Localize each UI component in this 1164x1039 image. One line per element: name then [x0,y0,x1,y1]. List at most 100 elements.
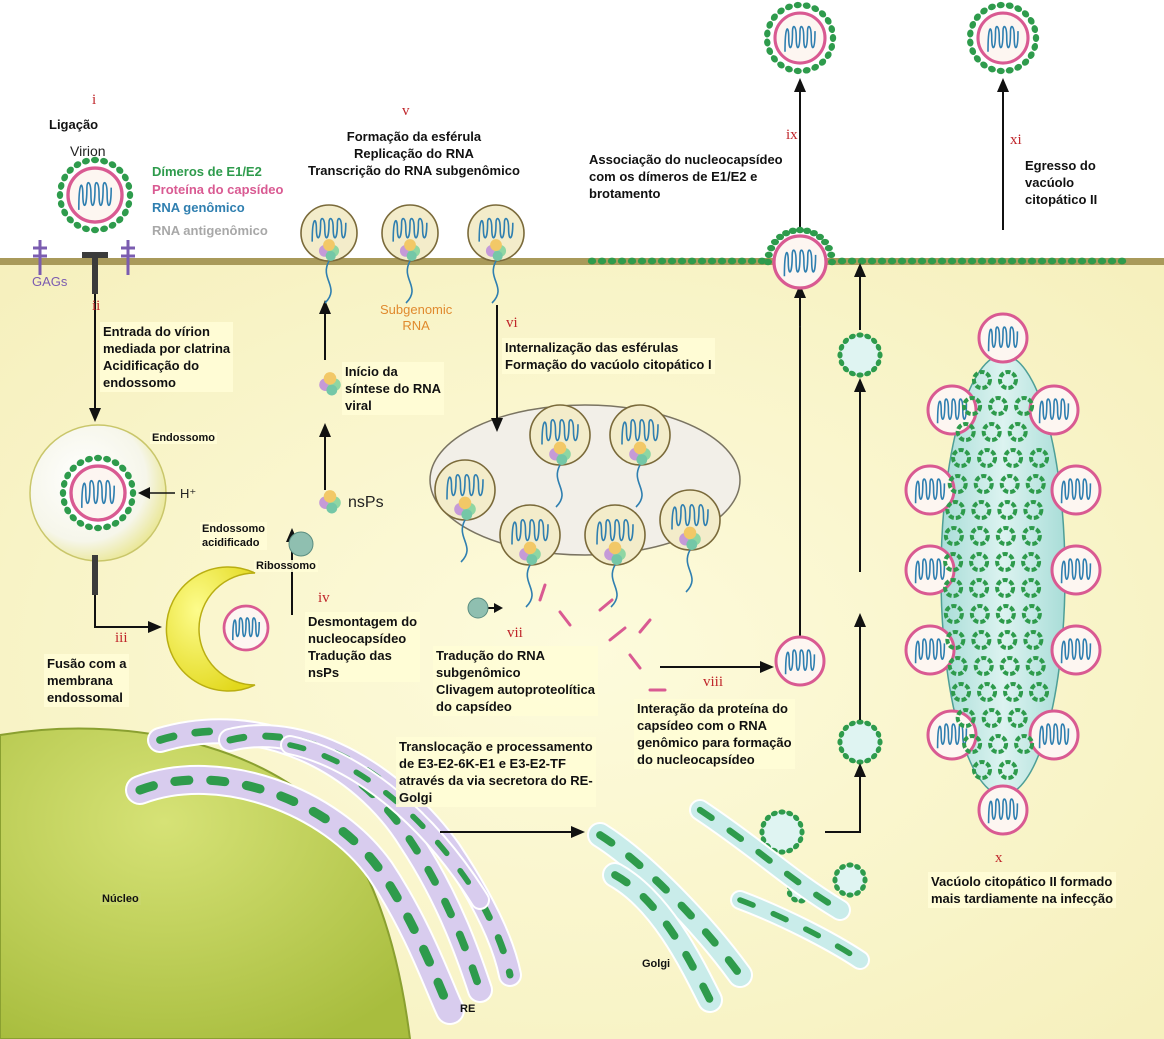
released-virion-xi [967,2,1040,75]
vacuole-nucleocapsid-12 [979,786,1027,834]
golgi-label: Golgi [640,958,672,970]
membrane-e1e2-dimer [858,258,866,265]
step-iii-label: Fusão com a membrana endossomal [44,654,129,707]
budding-nucleocapsid [774,236,826,288]
transport-vesicle-1-e1e2 [856,372,863,377]
step-viii-number: viii [703,674,723,691]
golgi-vesicle-2-e1e2 [846,892,853,897]
assembled-nucleocapsid [776,637,824,685]
membrane-e1e2-dimer [878,258,886,265]
released-virion-ix-e1e2 [830,34,836,42]
membrane-e1e2-dimer [728,258,736,265]
step-iv-number: iv [318,590,330,607]
translocation-label: Translocação e processamento de E3-E2-6K… [396,737,596,807]
membrane-e1e2-dimer [618,258,626,265]
synthesis-start-nsps-p4 [326,385,337,396]
step-v-number: v [402,103,410,120]
membrane-e1e2-dimer [738,258,746,265]
attaching-virion-e1e2 [57,191,63,199]
endocytosed-virion-e1e2 [60,489,66,497]
step-ii-number: ii [92,298,100,315]
virion-label: Virion [70,143,106,159]
budding-e1e2 [828,259,836,265]
membrane-e1e2-dimer [1088,258,1096,265]
step-vii-number: vii [507,625,523,642]
golgi-vesicle-1-e1e2 [778,809,785,814]
budding-e1e2 [765,252,773,258]
cpv1-spherule-3-complex-p3 [634,442,647,455]
cpv1-spherule-3-complex-p4 [636,454,647,465]
step-x-number: x [995,850,1003,867]
ribosome [289,532,313,556]
attaching-virion-e1e2 [91,227,99,233]
ribosome-2 [468,598,488,618]
cpv1-spherule-1-complex-p3 [459,497,472,510]
step-iv-label: Desmontagem do nucleocapsídeo Tradução d… [305,612,420,682]
nsps-label: nsPs [348,494,384,512]
step-i-label: Ligação [46,115,101,134]
legend-antigenomic-rna: RNA antigenômico [150,222,270,240]
vacuole-nucleocapsid-7 [1052,546,1100,594]
budding-e1e2 [821,239,829,245]
free-nsps-p4 [326,503,337,514]
membrane-e1e2-dimer [848,258,856,265]
transport-vesicle-2-e1e2 [837,738,842,745]
step-ix-number: ix [786,127,798,144]
membrane-e1e2-dimer [668,258,676,265]
step-xi-number: xi [1010,132,1022,149]
budding-e1e2 [764,259,772,265]
released-virion-ix [764,2,837,75]
transport-vesicle-1-e1e2 [856,332,863,337]
membrane-e1e2-dimer [688,258,696,265]
cpv1-spherule-6-complex-p4 [686,539,697,550]
endosome-label: Endossomo [150,432,217,444]
membrane-e1e2-dimer [748,258,756,265]
vacuole-nucleocapsid-3 [1030,386,1078,434]
h-plus-label: H⁺ [180,486,196,502]
cpv1-spherule-6-complex-p3 [684,527,697,540]
cpv1-spherule-4-complex-p3 [524,542,537,555]
membrane-e1e2-dimer [908,258,916,265]
spherule-3-complex-p3 [490,239,502,251]
membrane-e1e2-dimer [918,258,926,265]
nucleus-label: Núcleo [100,893,141,905]
step-x-label: Vacúolo citopático II formado mais tardi… [928,872,1116,908]
golgi-vesicle-2-e1e2 [832,876,837,883]
vacuole-nucleocapsid-11 [1030,711,1078,759]
released-virion-xi-nucleocapsid [978,13,1028,63]
legend-e1e2-dimers: Dímeros de E1/E2 [150,163,264,181]
synthesis-start-nsps-p3 [324,372,337,385]
step-ix-label: Associação do nucleocapsídeo com os díme… [586,150,786,203]
golgi-vesicle-2-e1e2 [846,862,853,867]
endocytosed-virion-e1e2 [94,455,102,461]
membrane-e1e2-dimer [948,258,956,265]
er-label: RE [458,1003,477,1015]
membrane-e1e2-dimer [1048,258,1056,265]
membrane-e1e2-dimer [938,258,946,265]
vacuole-nucleocapsid-1 [979,314,1027,362]
membrane-e1e2-dimer [648,258,656,265]
step-vi-label: Internalização das esférulas Formação do… [502,338,715,374]
membrane-e1e2-dimer [1098,258,1106,265]
cpv1-spherule-5-complex-p3 [609,542,622,555]
step-vi-number: vi [506,315,518,332]
transport-vesicle-2-e1e2 [877,738,882,745]
acidified-endosome-label: Endossomo acidificado [200,522,267,550]
membrane-e1e2-dimer [1038,258,1046,265]
step-iii-number: iii [115,630,128,647]
membrane-e1e2-dimer [588,258,596,265]
membrane-e1e2-dimer [958,258,966,265]
attaching-virion-nucleocapsid [68,168,122,222]
membrane-e1e2-dimer [698,258,706,265]
legend-capsid-protein: Proteína do capsídeo [150,181,285,199]
golgi-vesicle-2-body [835,865,865,895]
membrane-e1e2-dimer [1058,258,1066,265]
uncoating-nucleocapsid [224,606,268,650]
endocytosed-virion [60,455,136,531]
membrane-e1e2-dimer [1018,258,1026,265]
gags-label: GAGs [32,274,67,289]
membrane-e1e2-dimer [658,258,666,265]
golgi-vesicle-1-e1e2 [759,828,764,835]
endosome-receptor [92,555,98,595]
attaching-virion-e1e2 [127,191,133,199]
